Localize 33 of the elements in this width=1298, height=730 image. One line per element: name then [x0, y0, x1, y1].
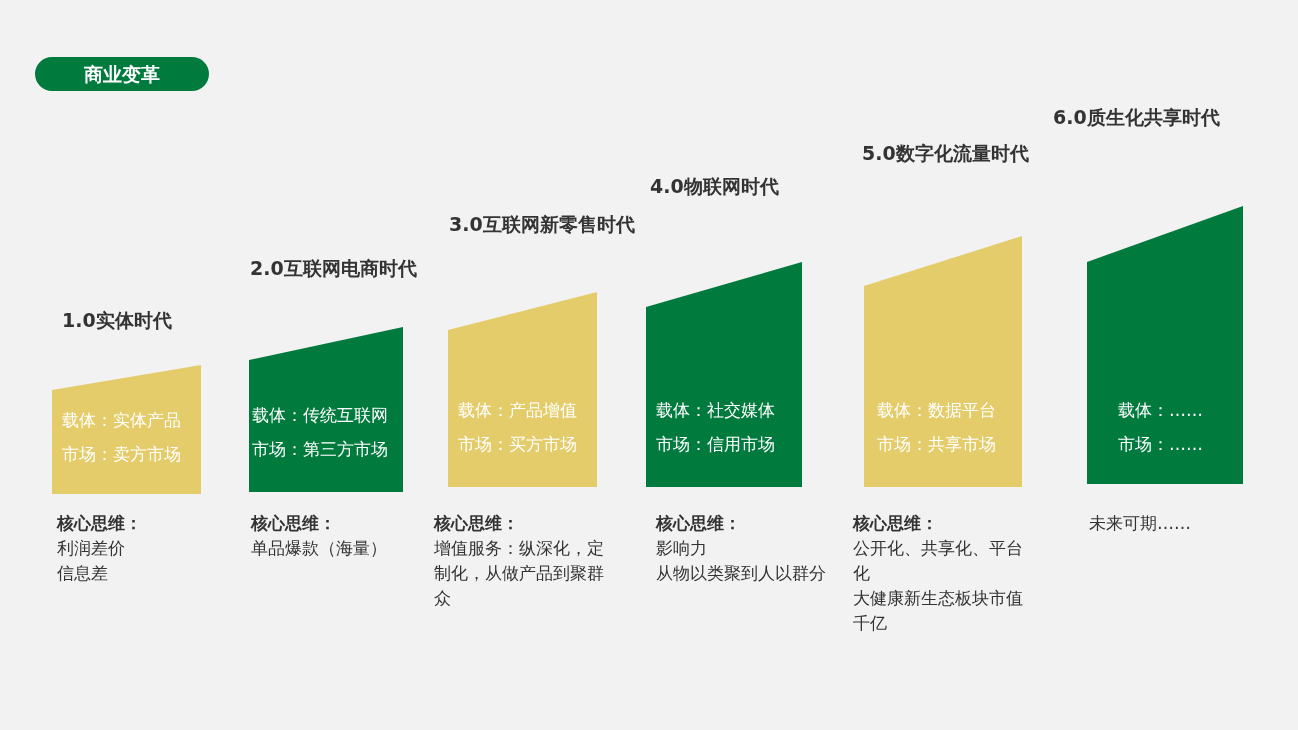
thinking-text: 增值服务：纵深化，定制化，从做产品到聚群众 — [434, 537, 605, 610]
thinking-heading: 核心思维： — [853, 512, 939, 535]
thinking-heading: 核心思维： — [57, 512, 143, 535]
stage-detail: 载体：传统互联网 — [252, 404, 388, 427]
title-pill: 商业变革 — [35, 57, 209, 91]
stage-heading: 4.0物联网时代 — [650, 174, 779, 199]
stage-heading: 6.0质生化共享时代 — [1053, 105, 1220, 130]
stage-detail: 市场：第三方市场 — [252, 438, 388, 461]
stage-detail: 市场：…… — [1118, 433, 1203, 456]
thinking-heading: 核心思维： — [434, 512, 520, 535]
stage-detail: 载体：…… — [1118, 399, 1203, 422]
thinking-text: 公开化、共享化、平台化 — [853, 537, 1024, 585]
thinking-text: 未来可期…… — [1089, 512, 1192, 535]
stage-heading: 2.0互联网电商时代 — [250, 256, 417, 281]
stage-detail: 市场：买方市场 — [458, 433, 577, 456]
thinking-text: 从物以类聚到人以群分 — [656, 562, 827, 585]
thinking-text: 大健康新生态板块市值千亿 — [853, 587, 1024, 635]
stage-detail: 市场：共享市场 — [877, 433, 996, 456]
stage-heading: 1.0实体时代 — [62, 308, 172, 333]
stage-detail: 载体：产品增值 — [458, 399, 577, 422]
thinking-heading: 核心思维： — [251, 512, 337, 535]
thinking-text: 信息差 — [57, 562, 109, 585]
thinking-text: 单品爆款（海量） — [251, 537, 388, 560]
thinking-text: 利润差价 — [57, 537, 126, 560]
thinking-heading: 核心思维： — [656, 512, 742, 535]
stage-detail: 载体：实体产品 — [62, 409, 181, 432]
stage-heading: 5.0数字化流量时代 — [862, 141, 1029, 166]
stage-heading: 3.0互联网新零售时代 — [449, 212, 635, 237]
stage-detail: 载体：社交媒体 — [656, 399, 775, 422]
stage-detail: 市场：卖方市场 — [62, 443, 181, 466]
stage-detail: 载体：数据平台 — [877, 399, 996, 422]
stage-detail: 市场：信用市场 — [656, 433, 775, 456]
thinking-text: 影响力 — [656, 537, 708, 560]
